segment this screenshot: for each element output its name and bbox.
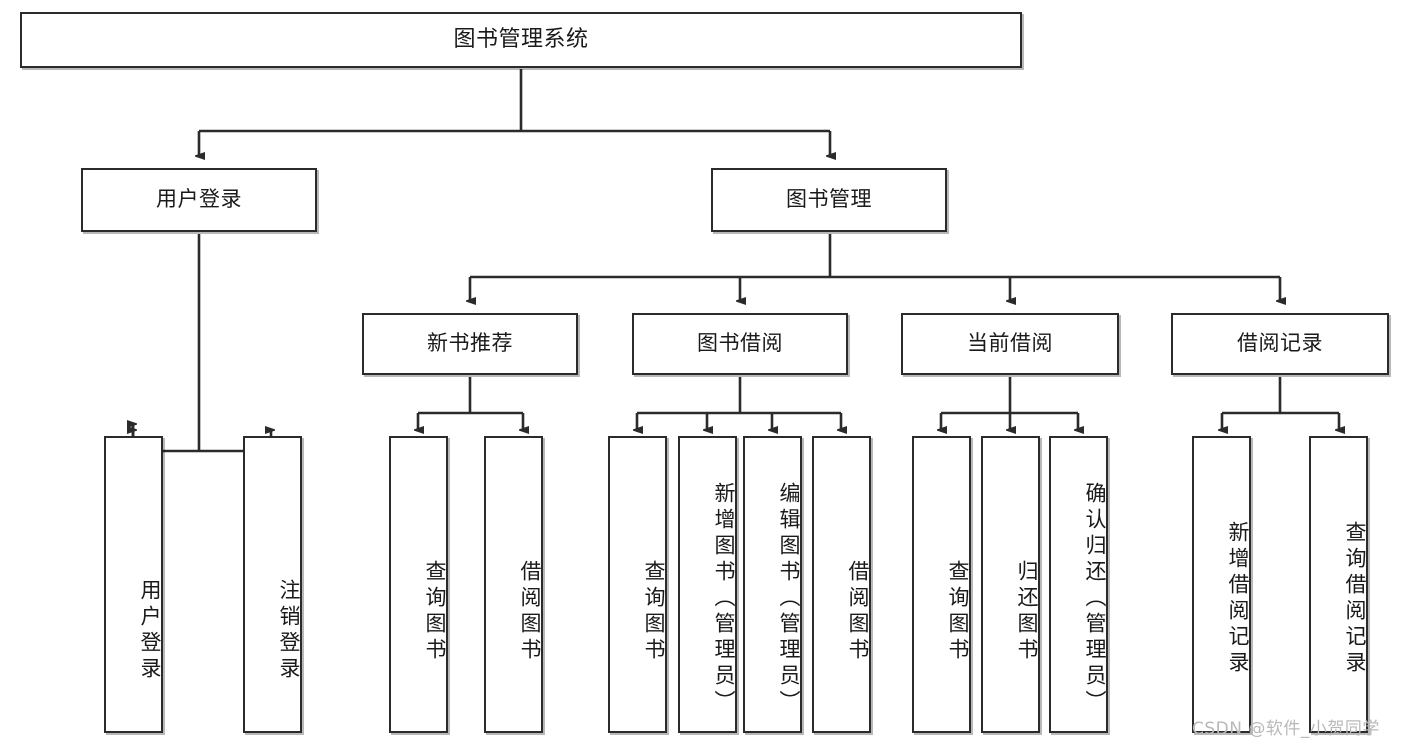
node-label: 图书管理 [786, 187, 872, 212]
leaf-return-book[interactable]: 归还图书 [981, 436, 1040, 733]
node-label: 查询借阅记录 [1343, 520, 1367, 677]
node-label: 新增借阅记录 [1226, 520, 1250, 677]
node-label: 查询图书 [946, 559, 970, 664]
node-user-login[interactable]: 用户登录 [81, 168, 317, 232]
node-root-book-management-system[interactable]: 图书管理系统 [20, 12, 1022, 68]
node-label: 新书推荐 [427, 331, 513, 356]
node-label: 新增图书（管理员） [712, 481, 736, 716]
leaf-borrow-book-recommend[interactable]: 借阅图书 [484, 436, 543, 733]
node-label: 确认归还（管理员） [1083, 481, 1107, 716]
leaf-confirm-return-admin[interactable]: 确认归还（管理员） [1049, 436, 1108, 733]
node-label: 借阅图书 [846, 559, 870, 664]
node-label: 编辑图书（管理员） [777, 481, 801, 716]
node-label: 归还图书 [1015, 559, 1039, 664]
node-label: 查询图书 [642, 559, 666, 664]
node-borrow-record[interactable]: 借阅记录 [1171, 313, 1389, 375]
leaf-query-book-current[interactable]: 查询图书 [912, 436, 971, 733]
node-label: 用户登录 [138, 578, 162, 683]
node-label: 图书管理系统 [453, 26, 589, 52]
leaf-borrow-book[interactable]: 借阅图书 [812, 436, 871, 733]
leaf-edit-book-admin[interactable]: 编辑图书（管理员） [743, 436, 802, 733]
node-label: 图书借阅 [697, 331, 783, 356]
leaf-user-login[interactable]: 用户登录 [104, 436, 163, 733]
node-label: 当前借阅 [967, 331, 1053, 356]
node-new-book-recommend[interactable]: 新书推荐 [362, 313, 578, 375]
node-label: 借阅记录 [1237, 331, 1323, 356]
leaf-query-book-recommend[interactable]: 查询图书 [389, 436, 448, 733]
node-book-borrow[interactable]: 图书借阅 [632, 313, 848, 375]
node-book-management[interactable]: 图书管理 [711, 168, 947, 232]
leaf-add-book-admin[interactable]: 新增图书（管理员） [678, 436, 737, 733]
leaf-logout[interactable]: 注销登录 [243, 436, 302, 733]
leaf-query-book-borrow[interactable]: 查询图书 [608, 436, 667, 733]
node-label: 借阅图书 [518, 559, 542, 664]
leaf-add-borrow-record[interactable]: 新增借阅记录 [1192, 436, 1251, 733]
leaf-query-borrow-record[interactable]: 查询借阅记录 [1309, 436, 1368, 733]
node-label: 用户登录 [156, 187, 242, 212]
node-label: 查询图书 [423, 559, 447, 664]
node-current-borrow[interactable]: 当前借阅 [901, 313, 1119, 375]
node-label: 注销登录 [277, 578, 301, 683]
